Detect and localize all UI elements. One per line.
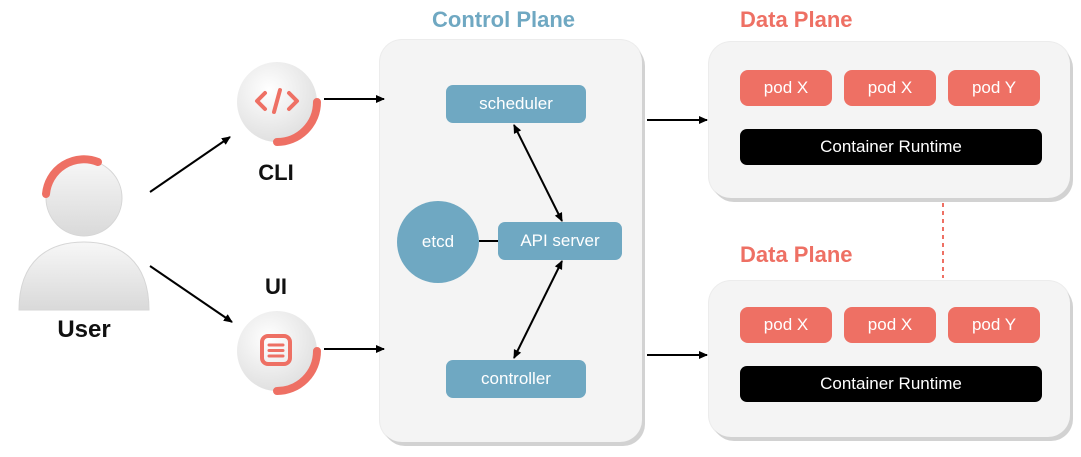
api-server-node[interactable]: API server <box>498 222 622 260</box>
user-icon <box>18 155 150 311</box>
pod-node[interactable]: pod X <box>844 307 936 343</box>
document-icon <box>260 334 292 366</box>
pod-node[interactable]: pod X <box>740 307 832 343</box>
pod-node[interactable]: pod Y <box>948 307 1040 343</box>
cli-label: CLI <box>258 160 294 185</box>
pod-node[interactable]: pod Y <box>948 70 1040 106</box>
pod-node[interactable]: pod X <box>844 70 936 106</box>
data-plane-title: Data Plane <box>740 242 853 267</box>
controller-node[interactable]: controller <box>446 360 586 398</box>
code-icon <box>255 88 299 114</box>
data-plane-title: Data Plane <box>740 7 853 32</box>
container-runtime-bar[interactable]: Container Runtime <box>740 129 1042 165</box>
ui-button[interactable] <box>232 306 322 396</box>
user-label: User <box>57 316 111 343</box>
pod-node[interactable]: pod X <box>740 70 832 106</box>
data-plane-box <box>709 281 1070 437</box>
ui-label: UI <box>265 274 287 299</box>
cli-button[interactable] <box>232 57 322 147</box>
container-runtime-bar[interactable]: Container Runtime <box>740 366 1042 402</box>
data-plane-box <box>709 42 1070 198</box>
etcd-node[interactable]: etcd <box>397 201 479 283</box>
scheduler-node[interactable]: scheduler <box>446 85 586 123</box>
control-plane-title: Control Plane <box>432 7 576 32</box>
